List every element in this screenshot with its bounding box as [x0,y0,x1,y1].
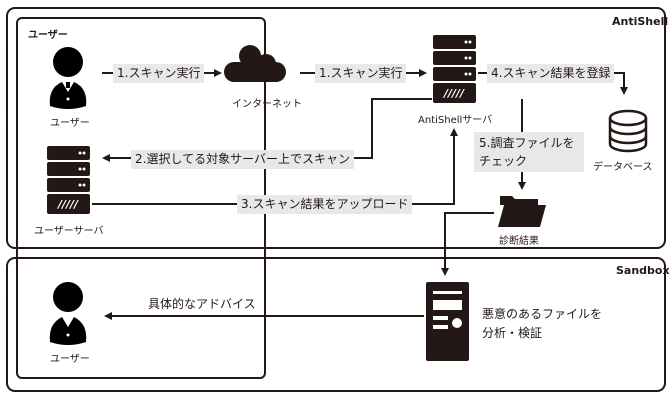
label-internet: インターネット [232,99,302,110]
label-sandbox-desc-1: 悪意のあるファイルを [482,307,603,321]
svg-text://///: ///// [442,87,465,100]
label-user-server: ユーザーサーバ [34,226,104,237]
user-icon-bottom [49,282,87,345]
label-antishell-server: AntiShellサーバ [418,115,493,126]
label-user-bottom: ユーザー [50,354,90,365]
user-icon-top [49,47,87,109]
zone-title-sandbox: Sandbox [616,264,670,277]
label-diagnosis-result: 診断結果 [499,236,539,247]
user-server-icon: ///// [47,146,90,214]
label-user-top: ユーザー [50,118,90,129]
sandbox-zone [6,257,666,392]
edge-label-scan-exec-1: 1.スキャン実行 [113,64,205,83]
edge-label-advice: 具体的なアドバイス [148,297,256,311]
zone-title-antishell: AntiShell [612,15,669,28]
edge-label-upload: 3.スキャン結果をアップロード [237,195,413,214]
cloud-icon [224,45,286,82]
sandbox-machine-icon [426,282,469,361]
svg-text://///: ///// [56,198,79,211]
label-sandbox-desc-2: 分析・検証 [482,326,543,340]
edge-label-check-file-line2: チェック [479,154,528,168]
edge-label-register: 4.スキャン結果を登録 [487,64,615,83]
edge-label-check-file-line1: 5.調査ファイルを [479,136,575,150]
edge-label-check-file: 5.調査ファイルを チェック [474,132,584,172]
edge-label-scan-exec-2: 1.スキャン実行 [315,64,407,83]
antishell-server-icon: ///// [433,35,476,103]
folder-icon [498,196,546,227]
edge-folder-to-sandbox [441,212,494,276]
edge-label-scan-target: 2.選択してる対象サーバー上でスキャン [131,150,354,169]
antishell-zone [6,7,666,249]
edge-userserver-upload [92,128,458,205]
label-database: データベース [593,162,653,173]
zone-title-user: ユーザー [28,30,68,41]
database-icon [608,109,648,153]
